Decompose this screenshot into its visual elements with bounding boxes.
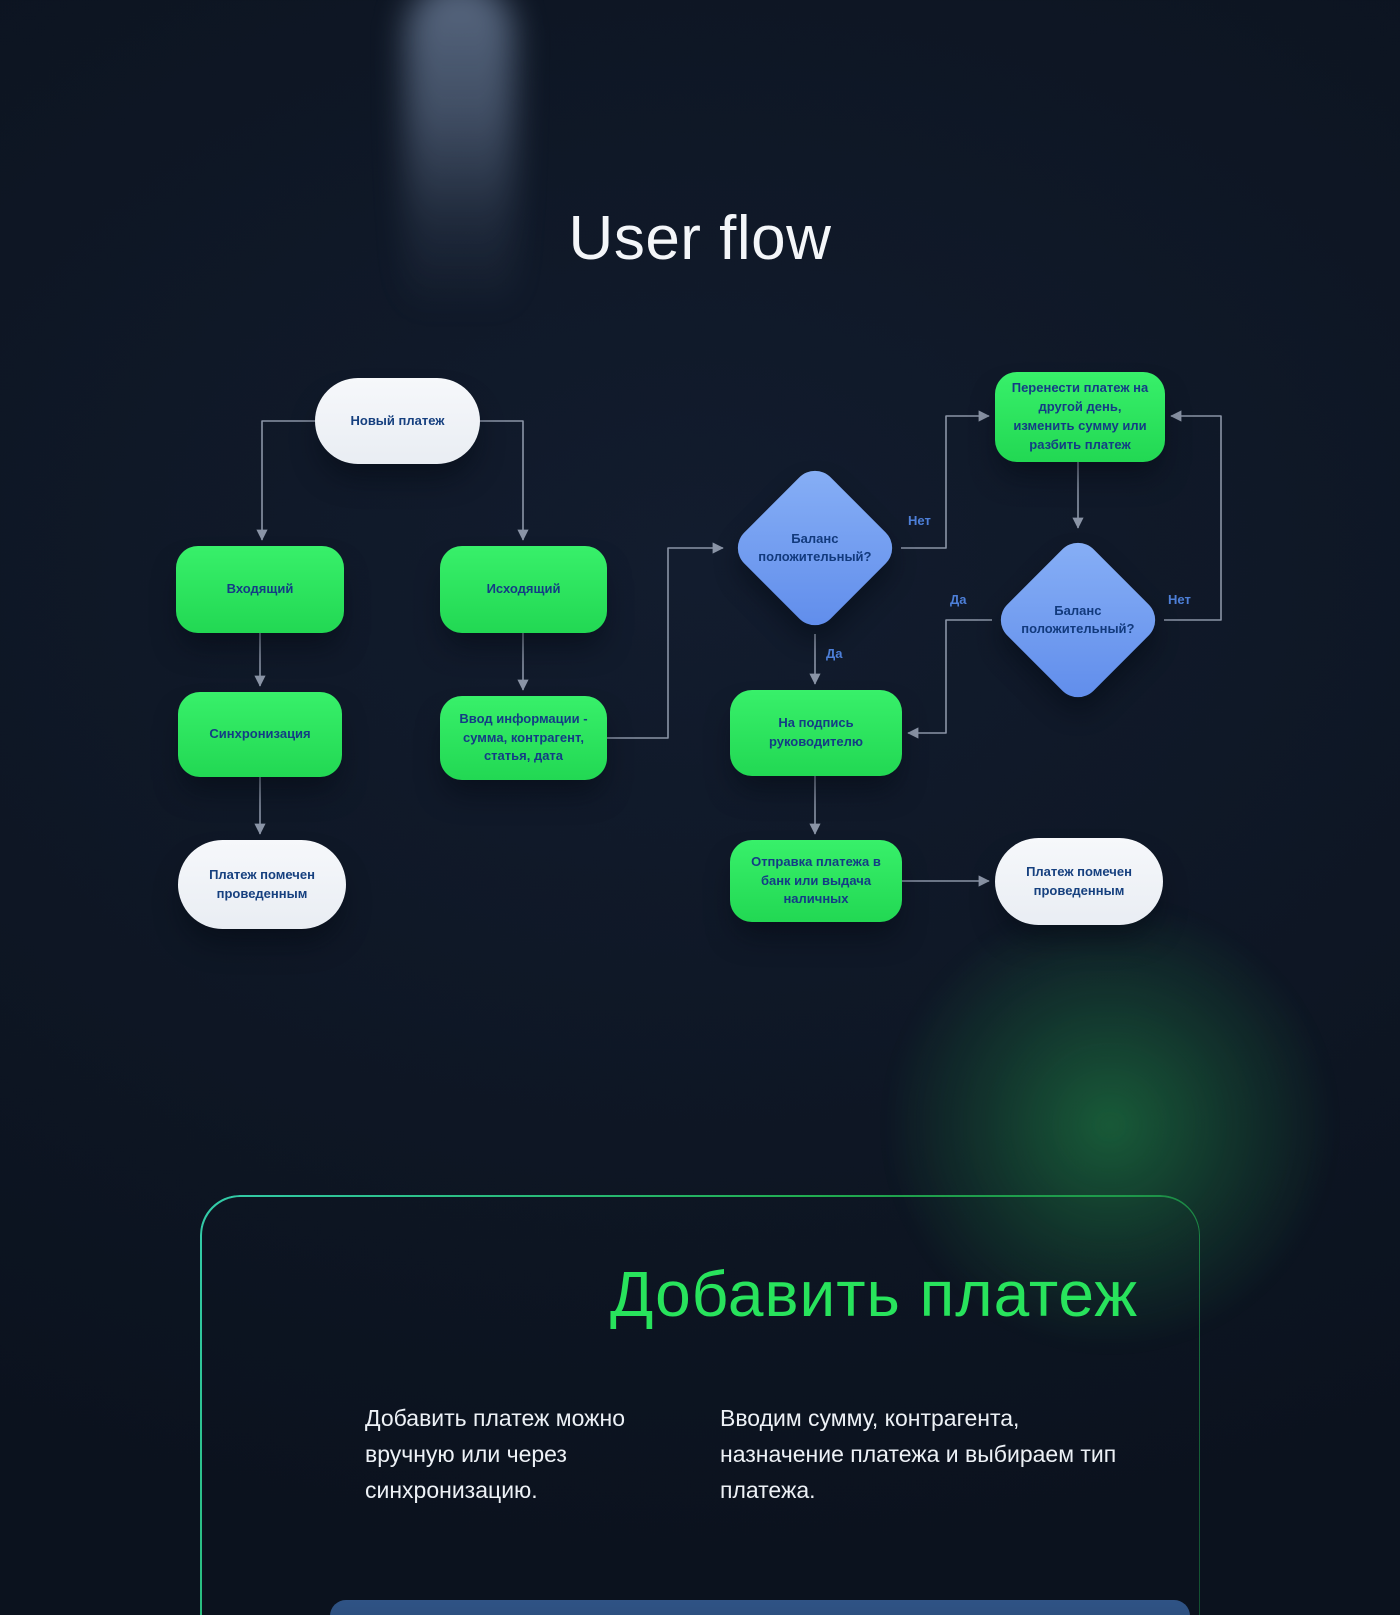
connector-start-incoming — [256, 420, 315, 541]
flow-node-reschedule: Перенести платеж на другой день, изменит… — [995, 372, 1165, 462]
edge-label-no1: Нет — [908, 513, 931, 528]
page-title: User flow — [568, 204, 832, 273]
section-card: Добавить платеж Добавить платеж можно вр… — [200, 1195, 1200, 1615]
connector-balance2-no-reschedule — [1164, 410, 1222, 621]
edge-label-no2: Нет — [1168, 592, 1191, 607]
flow-node-marked-done-left: Платеж помечен проведенным — [178, 840, 346, 929]
connector-balance1-no-reschedule — [901, 410, 990, 549]
connector-input-balance1 — [607, 542, 724, 739]
flow-node-marked-done-right-label: Платеж помечен проведенным — [1026, 863, 1132, 898]
flow-node-sign: На подпись руководителю — [730, 690, 902, 776]
flow-node-balance2-label: Баланс положительный? — [1021, 602, 1135, 636]
flow-node-marked-done-right: Платеж помечен проведенным — [995, 838, 1163, 925]
edge-label-yes1: Да — [826, 646, 843, 661]
flow-node-incoming: Входящий — [176, 546, 344, 633]
flow-node-outgoing: Исходящий — [440, 546, 607, 633]
flow-node-send: Отправка платежа в банк или выдача налич… — [730, 840, 902, 922]
flow-node-sync: Синхронизация — [178, 692, 342, 777]
embedded-screenshot-top — [330, 1600, 1190, 1615]
flow-node-reschedule-label: Перенести платеж на другой день, изменит… — [1011, 380, 1149, 452]
flow-node-marked-done-left-label: Платеж помечен проведенным — [209, 866, 315, 901]
flow-node-balance1-label: Баланс положительный? — [758, 530, 872, 564]
connector-balance2-yes-sign — [907, 619, 992, 739]
flow-node-start-label: Новый платеж — [350, 412, 445, 428]
section-title: Добавить платеж — [610, 1258, 1139, 1330]
blue-beam-glow — [406, 0, 514, 350]
flow-node-incoming-label: Входящий — [226, 581, 294, 597]
flow-node-outgoing-label: Исходящий — [486, 581, 561, 597]
flow-node-input-info: Ввод информации - сумма, контрагент, ста… — [440, 696, 607, 780]
flow-node-start: Новый платеж — [315, 378, 480, 464]
edge-label-yes2: Да — [950, 592, 967, 607]
flow-node-sign-label: На подпись руководителю — [768, 715, 864, 749]
section-paragraph-left: Добавить платеж можно вручную или через … — [365, 1405, 626, 1503]
connector-start-outgoing — [480, 420, 529, 541]
flow-node-input-info-label: Ввод информации - сумма, контрагент, ста… — [459, 710, 588, 764]
flow-node-sync-label: Синхронизация — [209, 726, 311, 742]
flow-connectors — [254, 410, 1222, 887]
section-paragraph-right: Вводим сумму, контрагента, назначение пл… — [720, 1405, 1117, 1503]
flow-node-send-label: Отправка платежа в банк или выдача налич… — [751, 853, 881, 907]
